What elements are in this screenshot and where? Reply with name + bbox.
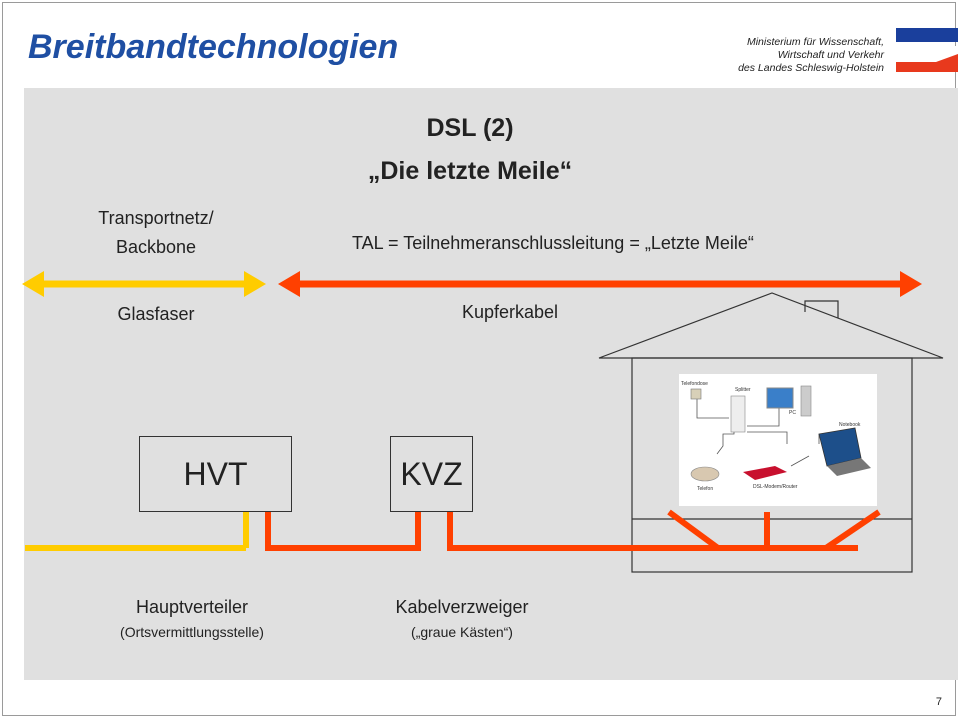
hvt-caption: Hauptverteiler	[135, 597, 249, 617]
ministry-line-1: Ministerium für Wissenschaft,	[746, 36, 884, 48]
kupferkabel-label: Kupferkabel	[461, 302, 559, 322]
transport-label-line1: Transportnetz/	[98, 208, 214, 228]
copper-cable	[265, 509, 881, 551]
telephone-icon	[690, 466, 720, 482]
label-pc: PC	[789, 410, 796, 416]
state-flag-logo	[896, 28, 958, 72]
tal-label: TAL = Teilnehmeranschlussleitung = „Letz…	[352, 233, 754, 253]
ministry-line-3: des Landes Schleswig-Holstein	[738, 62, 884, 74]
pc-monitor-icon	[766, 387, 794, 409]
label-notebook: Notebook	[839, 422, 861, 428]
page-title: Breitbandtechnologien	[28, 28, 399, 66]
dsl-router-icon	[743, 466, 787, 480]
ministry-name: Ministerium für Wissenschaft, Wirtschaft…	[738, 36, 884, 75]
transport-label-line2: Backbone	[115, 237, 197, 257]
label-modem: DSL-Modem/Router	[753, 484, 798, 490]
fiber-cable	[25, 512, 249, 551]
home-network-illustration: Telefondose Splitter PC Notebook Telefon…	[679, 374, 877, 506]
kvz-box: KVZ	[390, 436, 473, 512]
copper-arrow	[278, 271, 922, 297]
label-telefon: Telefon	[697, 486, 714, 492]
label-splitter: Splitter	[735, 387, 751, 393]
home-network-drawing	[690, 385, 871, 482]
hvt-box: HVT	[139, 436, 292, 512]
splitter-icon	[730, 395, 746, 433]
page-number: 7	[935, 696, 942, 708]
label-telefondose: Telefondose	[681, 381, 708, 387]
kvz-caption: Kabelverzweiger	[395, 597, 529, 617]
notebook-keyboard-icon	[827, 458, 871, 476]
ministry-line-2: Wirtschaft und Verkehr	[777, 49, 884, 61]
diagram-heading: DSL (2)	[426, 114, 514, 142]
fiber-arrow	[22, 271, 266, 297]
diagram-subheading: „Die letzte Meile“	[367, 157, 573, 185]
glasfaser-label: Glasfaser	[117, 304, 195, 324]
pc-tower-icon	[800, 385, 812, 417]
hvt-subcaption: (Ortsvermittlungsstelle)	[120, 624, 264, 640]
kvz-subcaption: („graue Kästen“)	[411, 624, 513, 640]
wall-socket-icon	[690, 388, 702, 400]
